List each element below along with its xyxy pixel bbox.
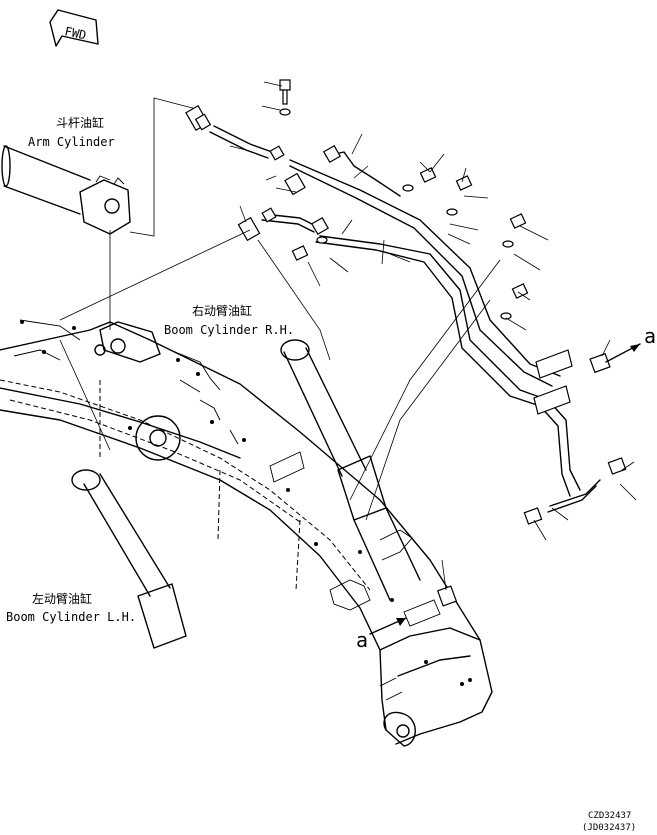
boom-cylinder-lh-label-en: Boom Cylinder L.H.	[6, 610, 136, 624]
boom-cylinder-rh	[280, 339, 421, 601]
arm-cylinder	[1, 145, 131, 235]
callout-a-boom: a	[356, 617, 407, 652]
callout-a-right-label: a	[644, 324, 656, 348]
hardware-dots	[20, 320, 472, 686]
fittings	[185, 105, 627, 607]
boom-cylinder-lh-label-cn: 左动臂油缸	[32, 591, 92, 606]
fwd-label: FWD	[63, 24, 87, 42]
boom-cylinder-rh-label-en: Boom Cylinder R.H.	[164, 323, 294, 337]
boom-structure	[0, 319, 493, 747]
leader-lines	[59, 81, 637, 591]
arm-cylinder-label-cn: 斗杆油缸	[56, 115, 104, 130]
drawing-number-secondary: (JD032437)	[582, 823, 636, 833]
boom-cylinder-lh	[71, 469, 187, 649]
hydraulic-pipes	[209, 125, 601, 513]
fwd-arrow-icon: FWD	[49, 9, 99, 47]
pipe-clamps	[533, 349, 573, 415]
bolts	[279, 79, 529, 320]
callout-a-right: a	[605, 324, 656, 363]
callout-a-boom-label: a	[356, 628, 368, 652]
drawing-number-primary: CZD32437	[588, 811, 631, 821]
arm-cylinder-label-en: Arm Cylinder	[28, 135, 115, 149]
boom-cylinder-rh-label-cn: 右动臂油缸	[192, 303, 252, 318]
